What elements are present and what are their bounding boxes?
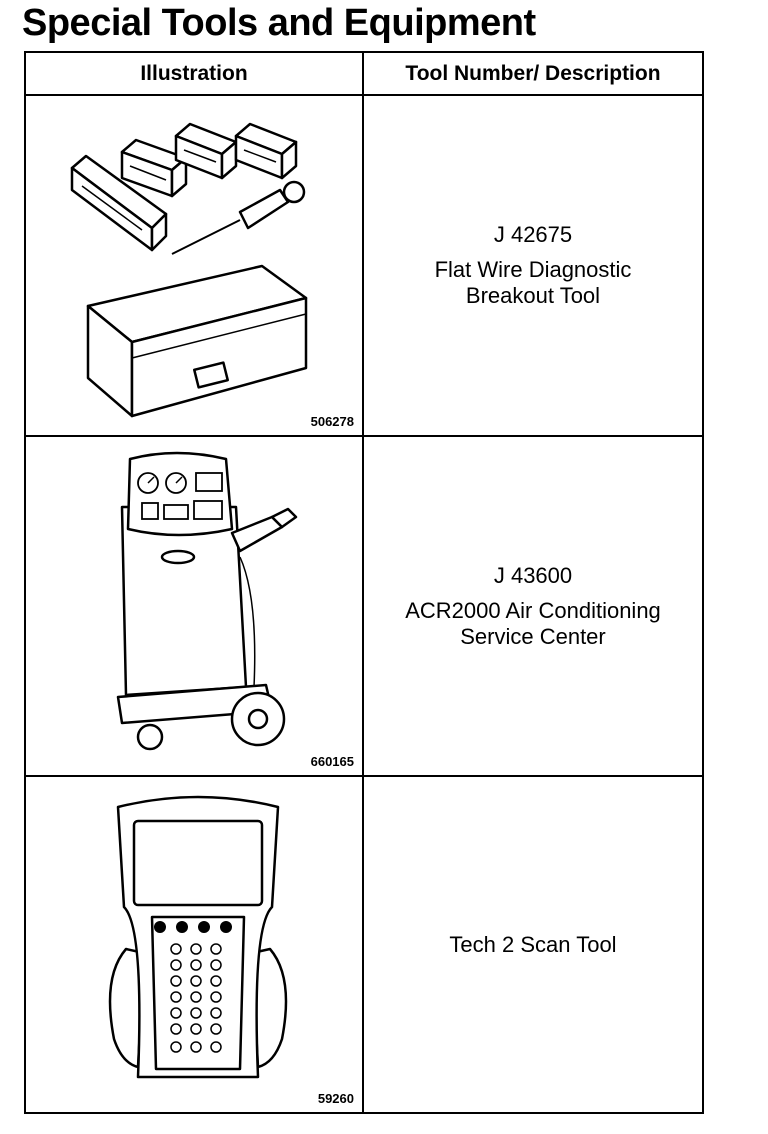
- table-row: 59260 Tech 2 Scan Tool: [26, 777, 702, 1112]
- description-cell: Tech 2 Scan Tool: [364, 777, 702, 1112]
- illustration-cell: 506278: [26, 96, 362, 435]
- table-row: 506278 J 42675 Flat Wire Diagnostic Brea…: [26, 96, 702, 437]
- figure-number: 59260: [317, 1091, 354, 1106]
- header-description: Tool Number/ Description: [405, 61, 661, 85]
- scan-tool-icon: [108, 795, 288, 1079]
- illustration-cell: 660165: [26, 437, 362, 775]
- figure-number: 506278: [310, 414, 354, 429]
- description-cell: J 43600 ACR2000 Air Conditioning Service…: [364, 437, 702, 775]
- column-divider: [362, 53, 364, 1112]
- description-line: Service Center: [460, 623, 606, 649]
- tool-number: J 42675: [493, 222, 573, 247]
- description-line: Tech 2 Scan Tool: [449, 931, 617, 957]
- description-line: ACR2000 Air Conditioning: [405, 597, 661, 623]
- description-line: Breakout Tool: [465, 283, 601, 308]
- table-header: Illustration Tool Number/ Description: [26, 53, 702, 96]
- page-title: Special Tools and Equipment: [22, 2, 536, 44]
- description-cell: J 42675 Flat Wire Diagnostic Breakout To…: [364, 96, 702, 435]
- breakout-tool-kit-icon: [70, 122, 308, 418]
- ac-service-center-icon: [116, 451, 298, 751]
- header-illustration: Illustration: [140, 61, 248, 85]
- figure-number: 660165: [310, 754, 354, 769]
- tool-number: J 43600: [493, 562, 573, 588]
- tools-table: Illustration Tool Number/ Description: [24, 51, 704, 1114]
- illustration-cell: 59260: [26, 777, 362, 1112]
- description-line: Flat Wire Diagnostic: [434, 257, 632, 282]
- table-row: 660165 J 43600 ACR2000 Air Conditioning …: [26, 437, 702, 777]
